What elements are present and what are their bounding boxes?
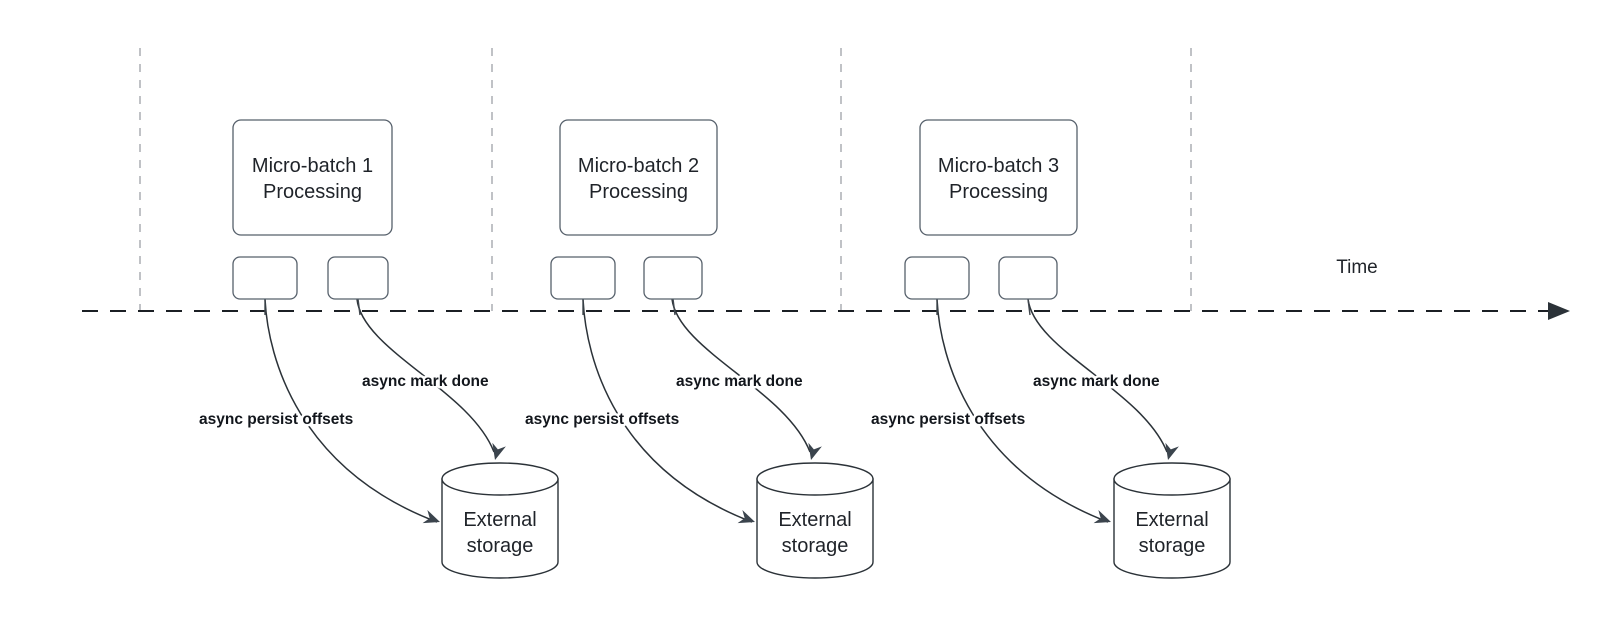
group-3-async-persist-offsets-label-halo: async persist offsets bbox=[871, 411, 1025, 428]
group-2-mark-done-curve bbox=[671, 298, 811, 453]
group-2-async-persist-offsets-label: async persist offsets bbox=[525, 411, 679, 428]
group-1-mark-done-task-connector bbox=[357, 298, 361, 316]
group-3-cylinder-body bbox=[1113, 478, 1231, 579]
group-3-mark-done-curve bbox=[1027, 298, 1168, 453]
timeline-axis: Time bbox=[82, 257, 1570, 320]
group-3-persist-arrowhead-shape bbox=[1093, 509, 1111, 524]
group-2-storage-label-line1: External bbox=[778, 509, 851, 531]
edge-labels: async persist offsets async persist offse… bbox=[197, 371, 1163, 431]
group-1-batch-label-line1: Micro-batch 1 bbox=[252, 155, 373, 177]
group-3-persist-offsets-task[interactable] bbox=[904, 256, 970, 300]
group-2-mark-done-task[interactable] bbox=[643, 256, 703, 300]
group-3-batch-label-line2: Processing bbox=[949, 181, 1048, 203]
timeline-arrowhead bbox=[1548, 302, 1570, 320]
group-1-persist-offsets-task[interactable] bbox=[232, 256, 298, 300]
group-1-mark-arrowhead bbox=[492, 442, 506, 460]
group-2-mark-done-task-connector bbox=[672, 298, 676, 316]
group-3-mark-done-task[interactable] bbox=[998, 256, 1058, 300]
group-1-mark-done-task[interactable] bbox=[327, 256, 389, 300]
flow-curves bbox=[264, 298, 1179, 524]
group-3-async-persist-offsets-label: async persist offsets bbox=[871, 411, 1025, 428]
group-1-async-persist-offsets-label: async persist offsets bbox=[199, 411, 353, 428]
group-3-storage-label-line1: External bbox=[1135, 509, 1208, 531]
group-3-batch-label-line1: Micro-batch 3 bbox=[938, 155, 1059, 177]
group-3-mark-done-task-connector bbox=[1027, 298, 1031, 316]
group-2-external-storage-node[interactable]: External storage bbox=[756, 462, 874, 579]
group-3-storage-label-line2: storage bbox=[1139, 535, 1206, 557]
group-1-cylinder-body bbox=[441, 478, 559, 579]
group-3-external-storage-node[interactable]: External storage bbox=[1113, 462, 1231, 579]
group-2-persist-offsets-curve bbox=[582, 298, 753, 523]
group-2-cylinder-body bbox=[756, 478, 874, 579]
group-1-batch-node[interactable]: Micro-batch 1 Processing bbox=[232, 119, 393, 236]
group-2-mark-arrowhead-shape bbox=[808, 442, 822, 460]
group-3-async-mark-done-label-halo: async mark done bbox=[1033, 373, 1160, 390]
group-3-mark-arrowhead bbox=[1165, 442, 1179, 460]
group-1-persist-arrowhead-shape bbox=[422, 509, 440, 524]
group-1-cylinder-top bbox=[441, 462, 559, 496]
group-1-external-storage-node[interactable]: External storage bbox=[441, 462, 559, 579]
group-2-persist-offsets-task[interactable] bbox=[550, 256, 616, 300]
group-1-batch-label-line2: Processing bbox=[263, 181, 362, 203]
group-2-mark-arrowhead bbox=[808, 442, 822, 460]
group-2-batch-label-line1: Micro-batch 2 bbox=[578, 155, 699, 177]
group-1-mark-done-curve bbox=[356, 298, 495, 453]
group-2-async-persist-offsets-label-halo: async persist offsets bbox=[525, 411, 679, 428]
group-2-batch-label-line2: Processing bbox=[589, 181, 688, 203]
time-separators bbox=[139, 48, 1192, 311]
group-2-persist-arrowhead-shape bbox=[737, 509, 755, 524]
group-3-mark-arrowhead-shape bbox=[1165, 442, 1179, 460]
group-3-batch-rect[interactable] bbox=[919, 119, 1078, 236]
group-2-batch-rect[interactable] bbox=[559, 119, 718, 236]
group-3-async-mark-done-label: async mark done bbox=[1033, 373, 1160, 390]
group-1-storage-label-line2: storage bbox=[467, 535, 534, 557]
group-2-batch-node[interactable]: Micro-batch 2 Processing bbox=[559, 119, 718, 236]
group-2-persist-arrowhead bbox=[737, 509, 755, 524]
group-1-mark-arrowhead-shape bbox=[492, 442, 506, 460]
group-1-async-mark-done-label-halo: async mark done bbox=[362, 373, 489, 390]
group-1-storage-label-line1: External bbox=[463, 509, 536, 531]
group-3-persist-offsets-curve bbox=[936, 298, 1109, 523]
group-1-batch-rect[interactable] bbox=[232, 119, 393, 236]
group-3-persist-arrowhead bbox=[1093, 509, 1111, 524]
group-2-async-mark-done-label-halo: async mark done bbox=[676, 373, 803, 390]
group-3-cylinder-top bbox=[1113, 462, 1231, 496]
group-3-batch-node[interactable]: Micro-batch 3 Processing bbox=[919, 119, 1078, 236]
group-2-storage-label-line2: storage bbox=[782, 535, 849, 557]
group-1-persist-arrowhead bbox=[422, 509, 440, 524]
group-2-cylinder-top bbox=[756, 462, 874, 496]
group-1-async-mark-done-label: async mark done bbox=[362, 373, 489, 390]
time-axis-label: Time bbox=[1336, 257, 1378, 278]
group-2-async-mark-done-label: async mark done bbox=[676, 373, 803, 390]
group-1-persist-offsets-curve bbox=[264, 298, 438, 523]
group-1-async-persist-offsets-label-halo: async persist offsets bbox=[199, 411, 353, 428]
